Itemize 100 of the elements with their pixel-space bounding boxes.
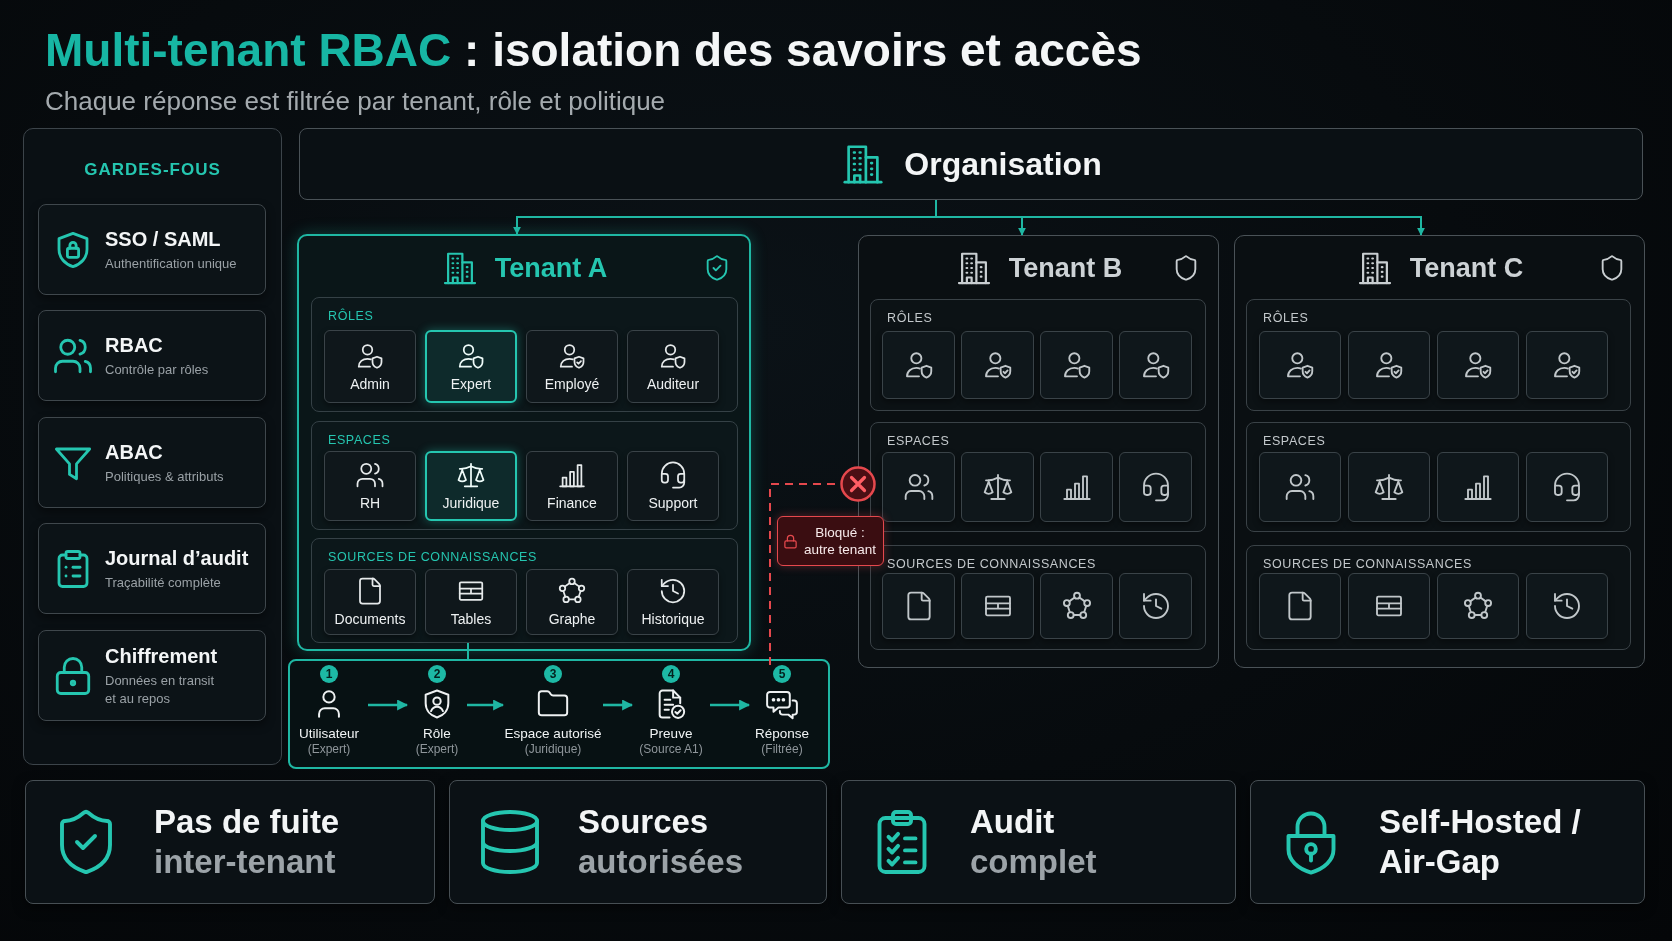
source-tile [324,569,416,635]
step-number-badge: 5 [773,665,791,683]
step-label: Preuve [649,726,693,742]
step-number-badge: 1 [320,665,338,683]
space-tile [961,452,1034,522]
feature-title: Pas de fuite [154,802,340,842]
flow-arrow [467,699,505,711]
section-heading: RÔLES [887,310,933,326]
tenant-panel [1234,235,1645,668]
guardrail-card [38,417,266,508]
source-tile [1119,573,1192,639]
source-tile [526,569,618,635]
space-tile [526,451,618,521]
tenant-panel [297,234,751,651]
tile-label: Employé [544,375,600,393]
space-tile [1348,452,1430,522]
card-title: Journal d’audit [105,545,249,570]
tenant-title: Tenant B [1008,252,1123,285]
section-panel [870,422,1206,532]
feature-title: Self-Hosted / Air-Gap [1379,802,1582,882]
step-sublabel: (Expert) [415,742,459,757]
step-sublabel: (Filtrée) [761,742,803,757]
flow-arrow [603,699,634,711]
tenant-title: Tenant C [1409,252,1524,285]
source-tile [961,573,1034,639]
tile-label: RH [359,495,381,512]
section-panel [311,421,738,530]
section-panel [870,299,1206,411]
space-tile [324,451,416,521]
guardrail-card [38,204,266,295]
section-heading: RÔLES [328,308,374,324]
step-label: Espace autorisé [504,726,602,742]
section-heading: SOURCES DE CONNAISSANCES [1263,556,1472,572]
card-title: ABAC [105,439,163,464]
page-title: Multi-tenant RBAC : isolation des savoirs et accès [45,23,1142,78]
source-tile [425,569,517,635]
section-panel [311,538,738,643]
guardrail-card [38,523,266,614]
source-tile [1348,573,1430,639]
tenant-title: Tenant A [494,252,608,285]
feature-card [841,780,1236,904]
role-tile [324,330,416,403]
space-tile [425,451,517,521]
feature-subtitle: inter-tenant [154,842,336,882]
role-tile [627,330,719,403]
step-sublabel: (Expert) [307,742,351,757]
role-tile [961,331,1034,399]
feature-card [25,780,435,904]
role-tile [1259,331,1341,399]
panel-heading: GARDES-FOUS [84,159,221,181]
step-sublabel: (Juridique) [524,742,582,757]
feature-subtitle: autorisées [578,842,744,882]
blocked-dashed-connector [769,465,877,666]
space-tile [1437,452,1519,522]
role-tile [526,330,618,403]
tile-label: Graphe [548,611,596,628]
section-heading: ESPACES [1263,433,1326,449]
space-tile [1259,452,1341,522]
tile-label: Tables [450,611,492,628]
section-heading: ESPACES [887,433,950,449]
feature-card [1250,780,1645,904]
card-subtitle: Données en transit et au repos [105,671,216,708]
section-heading: SOURCES DE CONNAISSANCES [887,556,1096,572]
card-subtitle: Politiques & attributs [105,467,224,486]
space-tile [1119,452,1192,522]
space-tile [1526,452,1608,522]
source-tile [627,569,719,635]
step-label: Rôle [423,726,451,742]
tile-label: Juridique [442,495,500,512]
feature-card [449,780,827,904]
tile-label: Support [648,495,698,512]
edge-label: Bloqué : autre tenant [802,524,878,558]
step-number-badge: 2 [428,665,446,683]
role-tile [1119,331,1192,399]
space-tile [882,452,955,522]
flow-panel [288,659,830,769]
source-tile [1526,573,1608,639]
step-number-badge: 3 [544,665,562,683]
card-subtitle: Authentification unique [105,254,237,273]
role-tile [1040,331,1113,399]
source-tile [1437,573,1519,639]
section-panel [1246,545,1631,650]
step-label: Utilisateur [299,726,359,742]
tile-label: Historique [641,611,705,628]
tile-label: Admin [350,375,390,393]
feature-title: Audit [970,802,1055,842]
section-heading: ESPACES [328,432,391,448]
role-tile [1437,331,1519,399]
guardrail-card [38,630,266,721]
step-number-badge: 4 [662,665,680,683]
section-panel [1246,422,1631,532]
flow-arrow [710,699,751,711]
card-title: SSO / SAML [105,226,221,251]
space-tile [627,451,719,521]
feature-title: Sources [578,802,709,842]
card-title: Chiffrement [105,643,218,668]
connector-line [467,642,469,660]
flow-arrow [368,699,409,711]
section-panel [311,297,738,412]
tile-label: Auditeur [646,375,700,393]
